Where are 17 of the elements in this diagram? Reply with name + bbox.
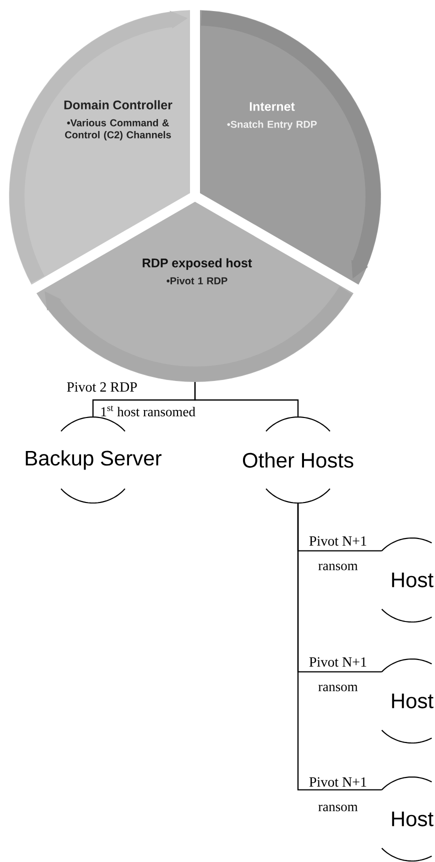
bullet-item: •Snatch Entry RDP <box>227 120 317 130</box>
connector-line <box>194 382 299 417</box>
segment-title: Internet <box>250 102 295 111</box>
note-text: 1$^{st}$ host ransomed <box>101 406 196 416</box>
note-text: ransom <box>318 684 358 692</box>
connector-line <box>297 503 382 790</box>
pie-segment <box>36 202 354 382</box>
segment-title: Domain Controller <box>64 100 172 110</box>
note-text: ransom <box>318 564 358 570</box>
edge-label: Pivot N+1 <box>309 657 366 667</box>
note-text: ransom <box>318 804 358 812</box>
segment-title: RDP exposed host <box>142 258 252 270</box>
edge-label: Pivot N+1 <box>309 536 366 546</box>
bullet-item: •Various Command & Control (C2) Channels <box>65 119 171 140</box>
bullet-item: •Pivot 1 RDP <box>166 277 228 284</box>
edge-label: Pivot N+1 <box>309 777 366 787</box>
edge-label: Pivot 2 RDP <box>67 382 137 392</box>
